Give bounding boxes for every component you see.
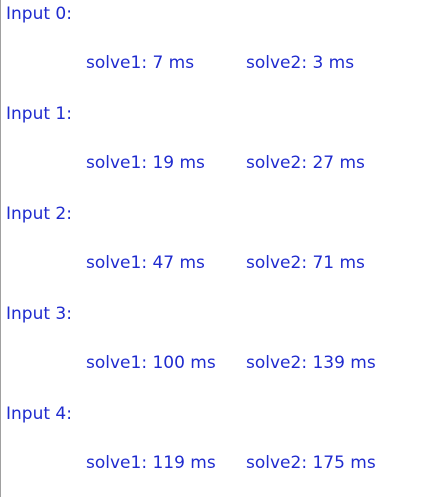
timing-row: solve1: 19 ms solve2: 27 ms bbox=[86, 152, 416, 174]
timing-row: solve1: 7 ms solve2: 3 ms bbox=[86, 52, 416, 74]
input-label: Input 0: bbox=[6, 4, 72, 24]
input-label: Input 3: bbox=[6, 304, 72, 324]
timing-row: solve1: 119 ms solve2: 175 ms bbox=[86, 452, 416, 474]
window-left-border bbox=[0, 0, 1, 497]
solve2-timing: solve2: 139 ms bbox=[246, 353, 376, 373]
timing-row: solve1: 47 ms solve2: 71 ms bbox=[86, 252, 416, 274]
solve2-timing: solve2: 71 ms bbox=[246, 253, 365, 273]
timing-row: solve1: 100 ms solve2: 139 ms bbox=[86, 352, 416, 374]
input-label: Input 1: bbox=[6, 104, 72, 124]
solve2-timing: solve2: 3 ms bbox=[246, 53, 355, 73]
input-label: Input 2: bbox=[6, 204, 72, 224]
input-block-3: Input 3: solve1: 100 ms solve2: 139 ms bbox=[6, 300, 416, 400]
input-block-0: Input 0: solve1: 7 ms solve2: 3 ms bbox=[6, 0, 416, 100]
input-label: Input 4: bbox=[6, 404, 72, 424]
input-block-2: Input 2: solve1: 47 ms solve2: 71 ms bbox=[6, 200, 416, 300]
solve1-timing: solve1: 100 ms bbox=[86, 353, 216, 373]
solve2-timing: solve2: 175 ms bbox=[246, 453, 376, 473]
input-block-4: Input 4: solve1: 119 ms solve2: 175 ms bbox=[6, 400, 416, 500]
solve2-timing: solve2: 27 ms bbox=[246, 153, 365, 173]
solve1-timing: solve1: 47 ms bbox=[86, 253, 205, 273]
solve1-timing: solve1: 7 ms bbox=[86, 53, 195, 73]
results-panel: Input 0: solve1: 7 ms solve2: 3 ms Input… bbox=[6, 0, 416, 500]
solve1-timing: solve1: 119 ms bbox=[86, 453, 216, 473]
input-block-1: Input 1: solve1: 19 ms solve2: 27 ms bbox=[6, 100, 416, 200]
solve1-timing: solve1: 19 ms bbox=[86, 153, 205, 173]
